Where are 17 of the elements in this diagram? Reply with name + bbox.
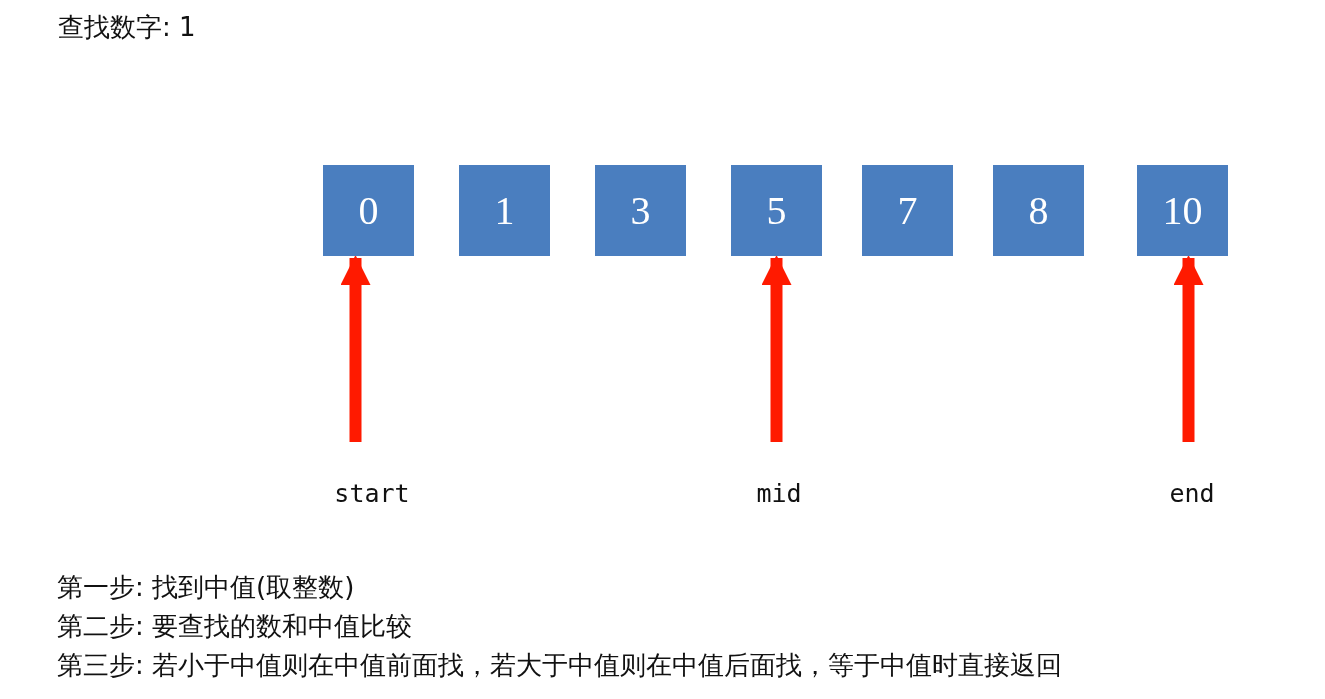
step-text: 第一步: 找到中值(取整数) <box>57 571 355 604</box>
pointer-arrow <box>1173 255 1204 442</box>
pointer-arrow <box>340 255 371 442</box>
array-cell: 10 <box>1137 165 1228 256</box>
pointer-label: end <box>1169 479 1215 508</box>
array-cell: 7 <box>862 165 953 256</box>
pointer-arrow <box>761 255 792 442</box>
title: 查找数字: 1 <box>58 11 196 44</box>
array-cell: 8 <box>993 165 1084 256</box>
array-cell: 5 <box>731 165 822 256</box>
pointer-label: mid <box>756 479 802 508</box>
array-cell: 1 <box>459 165 550 256</box>
step-text: 第二步: 要查找的数和中值比较 <box>57 610 413 643</box>
array-cell: 3 <box>595 165 686 256</box>
array-cell: 0 <box>323 165 414 256</box>
step-text: 第三步: 若小于中值则在中值前面找，若大于中值则在中值后面找，等于中值时直接返回 <box>57 649 1063 682</box>
pointer-label: start <box>334 479 410 508</box>
